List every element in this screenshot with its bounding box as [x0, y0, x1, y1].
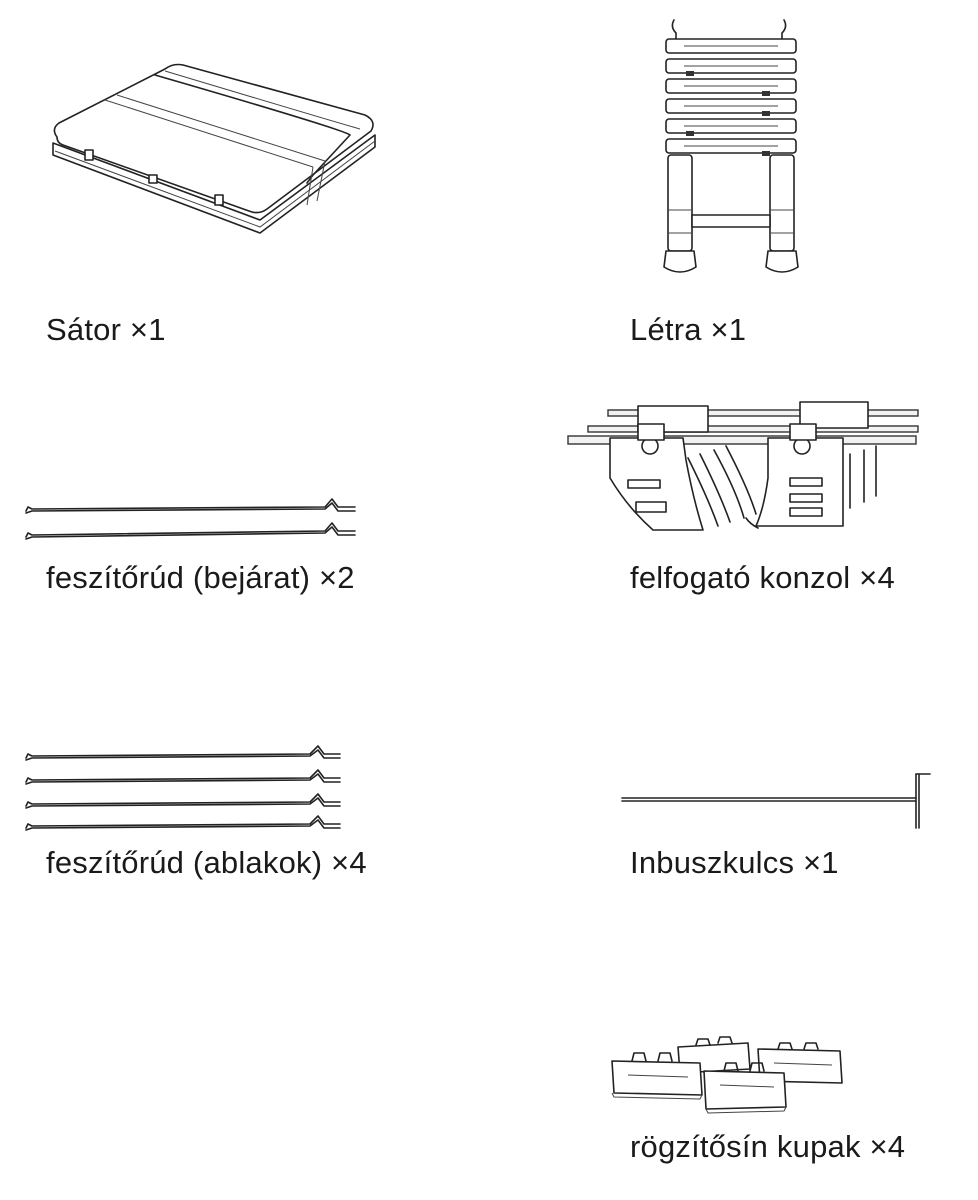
entrance-tension-rods-illustration	[20, 495, 360, 545]
mounting-bracket-label: felfogató konzol ×4	[630, 560, 895, 595]
mounting-bracket-illustration	[567, 398, 924, 538]
window-tension-rods-label: feszítőrúd (ablakok) ×4	[46, 845, 367, 880]
tent-label: Sátor ×1	[46, 312, 166, 347]
allen-key-illustration	[620, 770, 932, 832]
ladder-illustration	[656, 15, 806, 277]
allen-key-label: Inbuszkulcs ×1	[630, 845, 839, 880]
ladder-label: Létra ×1	[630, 312, 747, 347]
tent-illustration	[45, 55, 380, 240]
rail-end-cap-illustration	[608, 1035, 853, 1115]
window-tension-rods-illustration	[20, 742, 345, 834]
entrance-tension-rods-label: feszítőrúd (bejárat) ×2	[46, 560, 355, 595]
rail-end-cap-label: rögzítősín kupak ×4	[630, 1129, 906, 1164]
